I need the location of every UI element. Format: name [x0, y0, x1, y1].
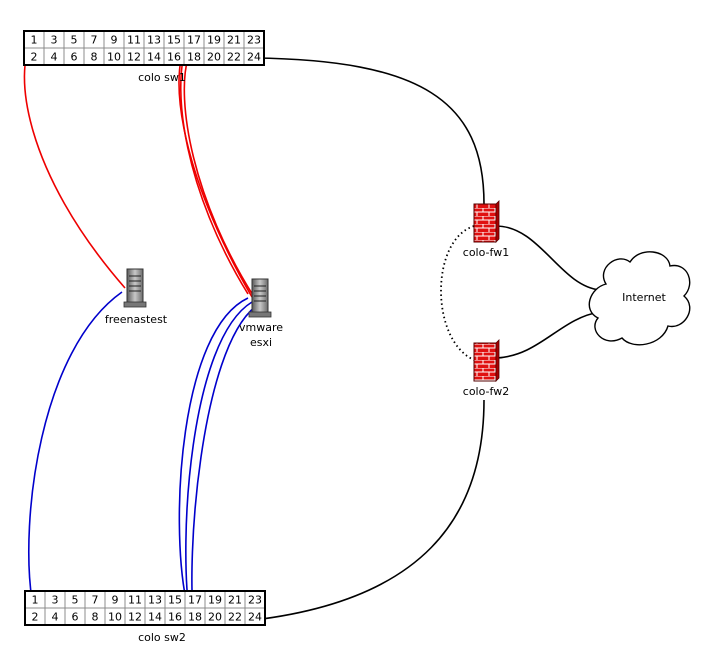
link-vmware-sw2-port18b [191, 305, 257, 621]
switch-port-22: 22 [227, 51, 241, 64]
switch-port-8: 8 [91, 51, 98, 64]
server-icon [123, 268, 147, 308]
switch-port-9: 9 [112, 594, 119, 607]
switch-outline [23, 30, 265, 66]
switch-port-5: 5 [71, 34, 78, 47]
switch-outline [24, 590, 266, 626]
switch-port-11: 11 [127, 34, 141, 47]
switch-port-15: 15 [168, 594, 182, 607]
switch-port-23: 23 [247, 34, 261, 47]
link-sw1-port17-vmware [178, 41, 253, 298]
server-icon [248, 278, 272, 318]
node-label: Internet [622, 291, 666, 304]
switch-port-24: 24 [248, 611, 262, 624]
switch-port-4: 4 [52, 611, 59, 624]
link-sw2-port24-fw2 [253, 399, 485, 621]
switch-label: colo sw1 [138, 71, 186, 84]
switch-port-8: 8 [92, 611, 99, 624]
switch-port-23: 23 [248, 594, 262, 607]
switch-port-11: 11 [128, 594, 142, 607]
switch-port-17: 17 [188, 594, 202, 607]
switch-port-13: 13 [147, 34, 161, 47]
switch-port-2: 2 [32, 611, 39, 624]
firewall-colo-fw1: colo-fw1 [463, 200, 509, 259]
switch-port-18: 18 [187, 51, 201, 64]
switch-label: colo sw2 [138, 631, 186, 644]
switch-port-15: 15 [167, 34, 181, 47]
firewall-icon [473, 200, 500, 243]
switch-port-19: 19 [208, 594, 222, 607]
switch-port-22: 22 [228, 611, 242, 624]
link-sw1-port17b-vmware [179, 47, 249, 295]
link-fw1-fw2-ha [440, 225, 475, 361]
switch-port-7: 7 [91, 34, 98, 47]
switch-port-12: 12 [128, 611, 142, 624]
cloud-icon [588, 251, 691, 346]
link-freenas-sw2-port1 [28, 291, 123, 601]
link-sw1-port18-vmware [183, 57, 257, 301]
firewall-colo-fw2: colo-fw2 [463, 339, 509, 398]
switch-port-17: 17 [187, 34, 201, 47]
switch-port-4: 4 [51, 51, 58, 64]
switch-port-19: 19 [207, 34, 221, 47]
link-sw1-port1-freenas [23, 41, 126, 289]
switch-port-14: 14 [148, 611, 162, 624]
switch-port-5: 5 [72, 594, 79, 607]
node-label-line2: esxi [250, 336, 272, 349]
node-label: vmware [239, 321, 283, 334]
switch-port-10: 10 [107, 51, 121, 64]
switch-port-20: 20 [208, 611, 222, 624]
switch-port-6: 6 [72, 611, 79, 624]
switch-port-7: 7 [92, 594, 99, 607]
server-vmware-esxi: vmware esxi [239, 278, 283, 349]
switch-port-6: 6 [71, 51, 78, 64]
server-freenastest: freenastest [105, 268, 168, 326]
link-fw2-internet [495, 311, 601, 359]
switch-port-12: 12 [127, 51, 141, 64]
switch-port-10: 10 [108, 611, 122, 624]
node-label: colo-fw1 [463, 246, 509, 259]
firewall-icon [473, 339, 500, 382]
node-label: freenastest [105, 313, 168, 326]
switch-port-3: 3 [52, 594, 59, 607]
switch-port-24: 24 [247, 51, 261, 64]
switch-port-9: 9 [111, 34, 118, 47]
link-fw1-internet [495, 225, 601, 291]
switch-port-1: 1 [32, 594, 39, 607]
switch-port-3: 3 [51, 34, 58, 47]
switch-port-1: 1 [31, 34, 38, 47]
switch-port-18: 18 [188, 611, 202, 624]
switch-port-16: 16 [168, 611, 182, 624]
switch-port-20: 20 [207, 51, 221, 64]
switch-port-14: 14 [147, 51, 161, 64]
link-sw1-port24-fw1 [253, 57, 485, 205]
internet-cloud: Internet [588, 251, 691, 346]
link-vmware-sw2-port17 [178, 297, 249, 601]
switch-port-21: 21 [227, 34, 241, 47]
switch-port-13: 13 [148, 594, 162, 607]
switch-port-21: 21 [228, 594, 242, 607]
switch-port-2: 2 [31, 51, 38, 64]
switch-port-16: 16 [167, 51, 181, 64]
node-label: colo-fw2 [463, 385, 509, 398]
link-vmware-sw2-port18a [185, 301, 253, 619]
